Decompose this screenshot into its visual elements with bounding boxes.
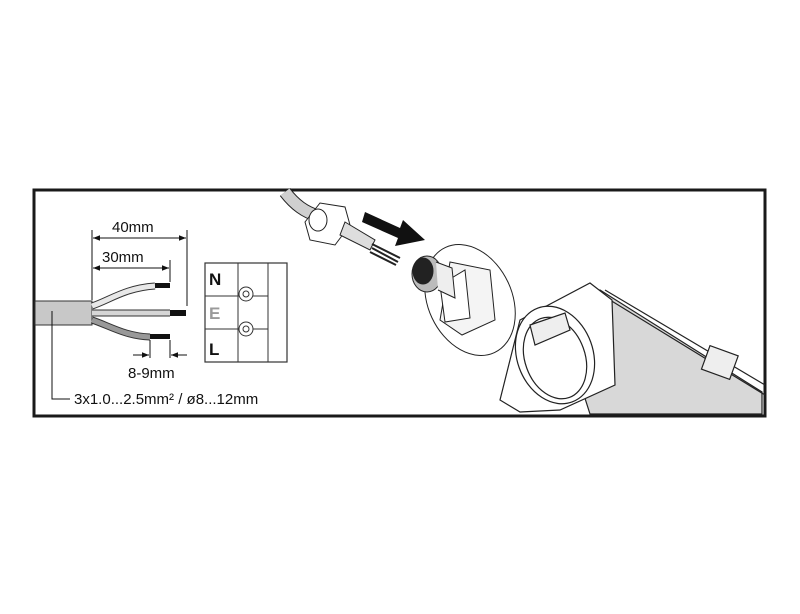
cable-gland-illustration (279, 187, 516, 356)
terminal-label-n: N (209, 270, 221, 289)
cable-sheath (34, 300, 93, 326)
cable-spec-label: 3x1.0...2.5mm² / ø8...12mm (74, 391, 258, 408)
terminal-block: N E L (204, 262, 288, 363)
direction-arrow (362, 212, 425, 246)
conductor-top (155, 283, 170, 288)
mounting-clip (700, 344, 739, 381)
terminal-screw-top (238, 286, 254, 302)
cable-stripping-illustration: 40mm 30mm 8-9mm 3x1.0...2.5mm² / ø8...12… (34, 219, 258, 408)
terminal-screw-bottom (238, 321, 254, 337)
dimension-8-9mm-label: 8-9mm (128, 365, 175, 382)
conductor-bottom (150, 334, 170, 339)
luminaire-terminal (529, 312, 571, 346)
terminal-label-l: L (209, 340, 219, 359)
conductor-middle (170, 310, 186, 316)
luminaire-body (499, 282, 766, 415)
dimension-30mm-label: 30mm (102, 249, 144, 266)
dimension-40mm-label: 40mm (112, 219, 154, 236)
terminal-label-e: E (209, 304, 220, 323)
